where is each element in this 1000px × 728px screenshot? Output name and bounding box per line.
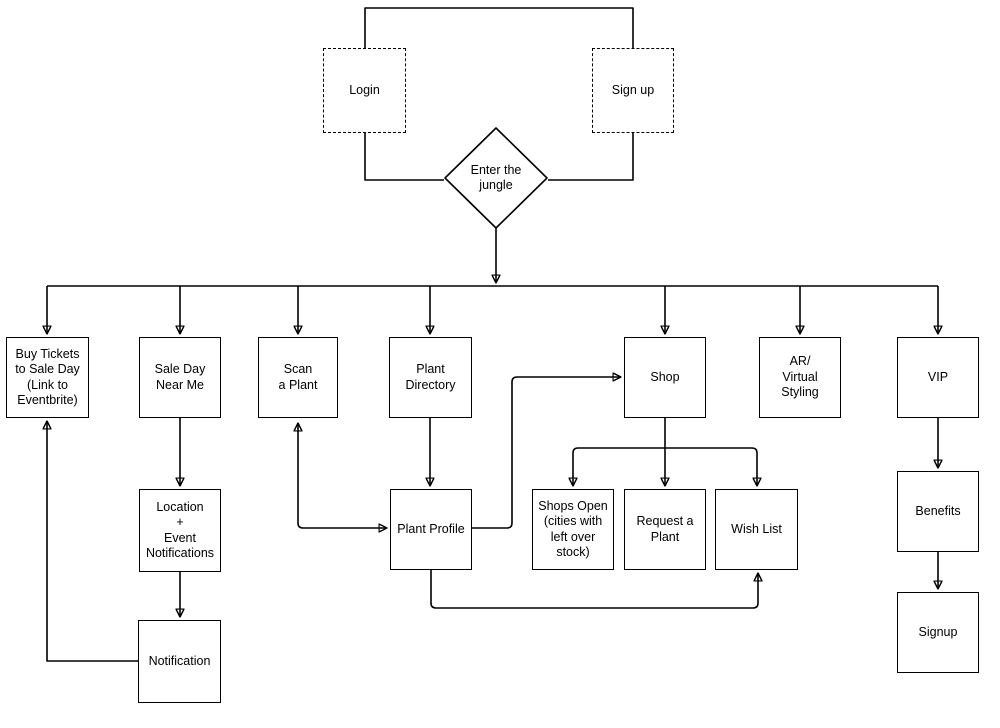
node-wish-list-label: Wish List	[731, 521, 782, 536]
node-notification-label: Notification	[148, 653, 211, 668]
edge-signup-diamond	[548, 133, 634, 181]
edge-scan-profile-bidirectional	[298, 423, 387, 528]
node-shop-label: Shop	[650, 369, 680, 384]
node-sale-day-near-me-label: Sale Day Near Me	[154, 362, 206, 392]
node-benefits: Benefits	[897, 471, 979, 552]
edge-notification-buytickets	[47, 421, 138, 662]
node-shops-open-label: Shops Open (cities with left over stock)	[538, 498, 608, 560]
node-request-a-plant: Request a Plant	[624, 489, 706, 570]
node-scan-a-plant-label: Scan a Plant	[278, 362, 318, 392]
node-scan-a-plant: Scan a Plant	[258, 337, 338, 418]
node-plant-profile: Plant Profile	[390, 489, 472, 570]
node-signup-page: Signup	[897, 592, 979, 673]
node-buy-tickets: Buy Tickets to Sale Day (Link to Eventbr…	[6, 337, 89, 418]
node-plant-directory: Plant Directory	[389, 337, 472, 418]
node-ar-virtual-styling-label: AR/ Virtual Styling	[781, 354, 819, 400]
edge-profile-shop	[472, 377, 621, 529]
node-shops-open: Shops Open (cities with left over stock)	[532, 489, 614, 570]
node-sign-up-label: Sign up	[611, 82, 655, 97]
node-sign-up: Sign up	[592, 48, 674, 133]
diamond-enter-the-jungle-shape	[444, 127, 548, 229]
edge-profile-wishlist	[430, 570, 758, 609]
node-location-event-notifications-label: Location + Event Notifications	[145, 499, 215, 561]
node-plant-profile-label: Plant Profile	[397, 521, 465, 536]
node-shop: Shop	[624, 337, 706, 418]
node-benefits-label: Benefits	[915, 503, 961, 518]
node-location-event-notifications: Location + Event Notifications	[139, 489, 221, 572]
edge-login-diamond	[364, 133, 444, 181]
edge-shop-wishlist	[665, 447, 757, 486]
node-request-a-plant-label: Request a Plant	[636, 514, 694, 544]
node-notification: Notification	[138, 620, 221, 703]
node-vip: VIP	[897, 337, 979, 418]
node-wish-list: Wish List	[715, 489, 798, 570]
node-sale-day-near-me: Sale Day Near Me	[139, 337, 221, 418]
node-signup-page-label: Signup	[918, 624, 958, 639]
edge-shop-shopsopen	[573, 447, 665, 486]
node-buy-tickets-label: Buy Tickets to Sale Day (Link to Eventbr…	[15, 346, 80, 408]
node-vip-label: VIP	[927, 369, 949, 384]
edge-login-signup-bracket	[364, 7, 634, 48]
node-login-label: Login	[349, 82, 380, 97]
node-plant-directory-label: Plant Directory	[405, 362, 456, 392]
node-ar-virtual-styling: AR/ Virtual Styling	[759, 337, 841, 418]
node-login: Login	[323, 48, 406, 133]
